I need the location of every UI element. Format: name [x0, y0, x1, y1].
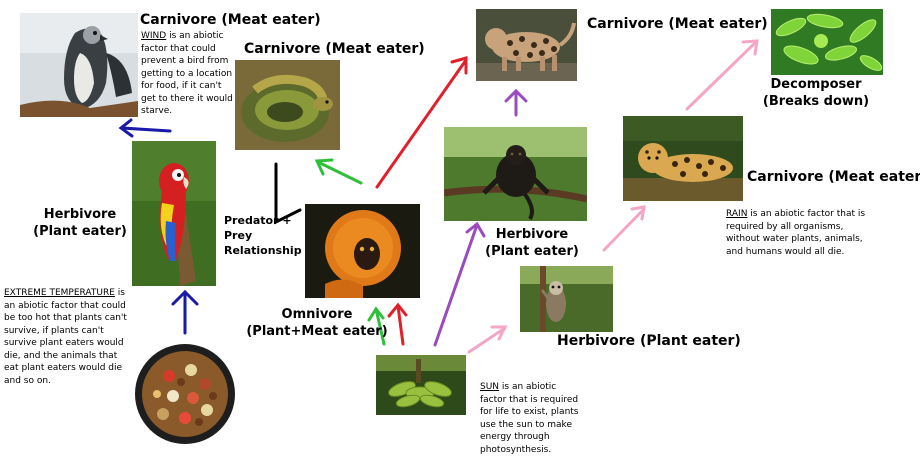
sun-term: SUN: [480, 382, 500, 392]
arrow-bananas-to-sloth: [467, 325, 508, 354]
arrow-tamarin-to-snake: [314, 158, 363, 185]
tamarin-role-label: Omnivore (Plant+Meat eater): [237, 306, 397, 340]
sloth-role-label: Herbivore (Plant eater): [557, 333, 741, 349]
predator-prey-line-1: Predator +: [224, 214, 292, 227]
arrow-bananas-to-monkey: [433, 221, 486, 347]
wind-note: WIND is an abiotic factor that could pre…: [141, 30, 236, 118]
rain-note: RAIN is an abiotic factor that is requir…: [726, 208, 866, 258]
snake-role-label: Carnivore (Meat eater): [244, 41, 425, 57]
temperature-term: EXTREME TEMPERATURE: [4, 288, 115, 298]
predator-prey-line-2: Prey: [224, 229, 253, 242]
eagle-photo: [20, 13, 138, 117]
banana-photo: [376, 355, 466, 415]
arrow-seeds-to-macaw: [171, 289, 199, 335]
jaguar-role-label: Carnivore (Meat eater): [747, 169, 920, 185]
jaguar-photo: [623, 116, 743, 201]
rain-term: RAIN: [726, 209, 748, 219]
temperature-text: is an abiotic factor that could be too h…: [4, 288, 127, 386]
decomposer-label: Decomposer (Breaks down): [758, 76, 874, 110]
bacteria-photo: [771, 9, 883, 75]
tamarin-role-subtitle: (Plant+Meat eater): [246, 324, 388, 339]
macaw-role-title: Herbivore: [43, 207, 117, 222]
sloth-photo: [520, 266, 613, 332]
monkey-photo: [444, 127, 587, 221]
eagle-role-label: Carnivore (Meat eater): [140, 12, 321, 28]
rain-text: is an abiotic factor that is required by…: [726, 209, 866, 257]
macaw-role-label: Herbivore (Plant eater): [28, 206, 132, 240]
predator-prey-line-3: Relationship: [224, 244, 302, 257]
predator-prey-label: Predator + Prey Relationship: [224, 213, 302, 258]
wind-term: WIND: [141, 31, 167, 41]
tamarin-photo: [305, 204, 420, 298]
snake-photo: [235, 60, 340, 150]
ocelot-photo: [476, 9, 577, 81]
temperature-note: EXTREME TEMPERATURE is an abiotic factor…: [4, 287, 128, 387]
arrow-macaw-to-eagle: [118, 118, 172, 138]
decomposer-title: Decomposer: [770, 77, 862, 92]
monkey-role-title: Herbivore: [495, 227, 569, 242]
monkey-role-subtitle: (Plant eater): [485, 244, 579, 259]
arrow-jaguar-to-decomposer: [685, 39, 759, 111]
decomposer-subtitle: (Breaks down): [762, 94, 870, 109]
arrow-sloth-to-jaguar: [602, 205, 646, 252]
sun-note: SUN is an abiotic factor that is require…: [480, 381, 580, 456]
macaw-photo: [132, 141, 216, 286]
arrow-monkey-to-ocelot: [504, 88, 528, 117]
ocelot-role-label: Carnivore (Meat eater): [587, 16, 768, 32]
seed-bowl-photo: [133, 340, 237, 448]
macaw-role-subtitle: (Plant eater): [33, 224, 127, 239]
sun-text: is an abiotic factor that is required fo…: [480, 382, 579, 455]
monkey-role-label: Herbivore (Plant eater): [480, 226, 584, 260]
wind-text: is an abiotic factor that could prevent …: [141, 31, 233, 116]
tamarin-role-title: Omnivore: [281, 307, 353, 322]
